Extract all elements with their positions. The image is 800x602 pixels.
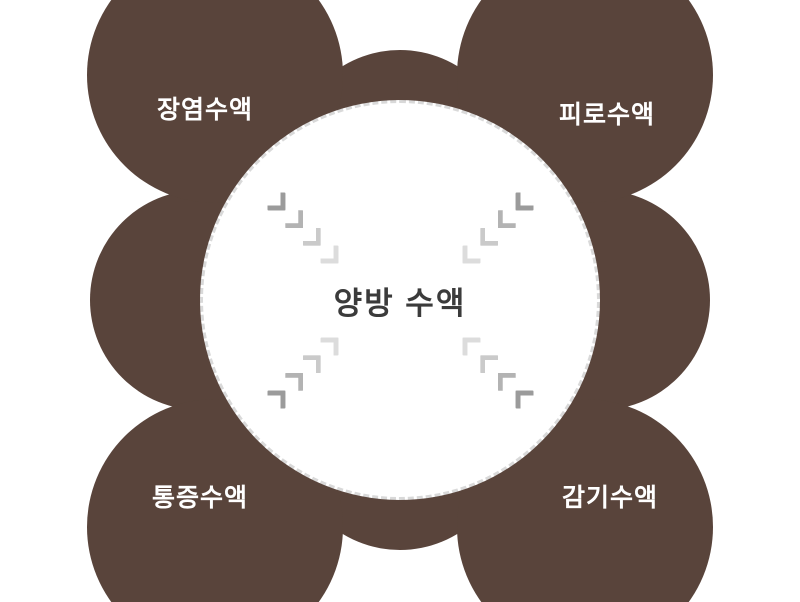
center-circle: 양방 수액 xyxy=(200,100,600,500)
node-label-bottom-right: 감기수액 xyxy=(561,484,658,512)
node-label-top-right: 피로수액 xyxy=(558,101,655,129)
node-label-bottom-left: 통증수액 xyxy=(151,484,248,512)
node-label-top-left: 장염수액 xyxy=(156,96,253,124)
center-title: 양방 수액 xyxy=(333,285,467,321)
